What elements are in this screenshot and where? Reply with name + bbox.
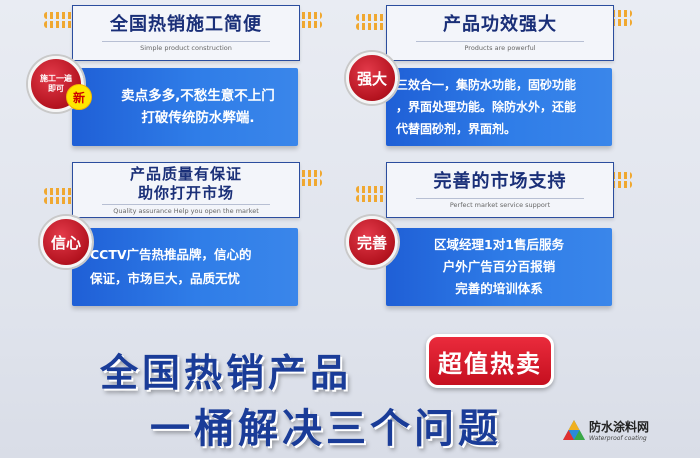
badge-power: 强大 [346,52,398,104]
wave-decoration-icon [44,188,76,214]
logo-subtitle: Waterproof coating [589,435,647,442]
card-line: 完善的培训体系 [455,281,543,296]
card-title: 产品功效强大 [443,14,557,36]
card-title-box: 产品功效强大 Products are powerful [386,5,614,61]
triangle-logo-icon [563,420,585,440]
card-body: 区域经理1对1售后服务 户外广告百分百报销 完善的培训体系 [386,228,612,306]
wave-decoration-icon [290,170,322,196]
card-body: 三效合一，集防水功能，固砂功能 ，界面处理功能。除防水外，还能 代替固砂剂，界面… [386,68,612,146]
headline-line2: 一桶解决三个问题 [150,406,502,452]
headline-line1: 全国热销产品 [100,351,353,395]
logo-name: 防水涂料网 [589,420,650,434]
card-title-box: 完善的市场支持 Perfect market service support [386,162,614,218]
card-title: 全国热销施工简便 [110,14,262,36]
card-line: 三效合一，集防水功能，固砂功能 [396,78,577,92]
wave-decoration-icon [356,186,388,212]
card-line: 户外广告百分百报销 [442,259,556,274]
brand-logo: 防水涂料网 Waterproof coating [562,418,649,442]
badge-complete: 完善 [346,216,398,268]
card-subtitle: Products are powerful [416,40,584,52]
card-title: 助你打开市场 [137,184,234,202]
card-line: 代替固砂剂，界面剂。 [396,122,517,136]
card-title-box: 全国热销施工简便 Simple product construction [72,5,300,61]
hot-sale-badge: 超值热卖 [426,334,554,388]
wave-decoration-icon [356,14,388,40]
card-subtitle: Perfect market service support [416,197,584,209]
card-subtitle: Quality assurance Help you open the mark… [102,203,270,215]
card-line: CCTV广告热推品牌，信心的 [90,247,252,262]
card-line: 打破传统防水弊端. [141,110,255,126]
card-line: ，界面处理功能。除防水外，还能 [396,100,577,114]
card-line: 保证，市场巨大，品质无忧 [90,271,241,286]
card-line: 区域经理1对1售后服务 [434,237,564,252]
card-body: CCTV广告热推品牌，信心的 保证，市场巨大，品质无忧 [72,228,298,306]
wave-decoration-icon [44,12,76,38]
logo-text: 防水涂料网 Waterproof coating [589,418,649,442]
wave-decoration-icon [600,172,632,198]
badge-confidence: 信心 [40,216,92,268]
card-title: 产品质量有保证 [129,165,242,184]
wave-decoration-icon [290,12,322,38]
card-line: 卖点多多,不愁生意不上门 [121,88,275,104]
new-badge-icon: 新 [66,84,92,110]
wave-decoration-icon [600,10,632,36]
card-title-box: 产品质量有保证 助你打开市场 Quality assurance Help yo… [72,162,300,218]
card-subtitle: Simple product construction [102,40,270,52]
card-body: 卖点多多,不愁生意不上门 打破传统防水弊端. [72,68,298,146]
card-title: 完善的市场支持 [433,171,567,193]
